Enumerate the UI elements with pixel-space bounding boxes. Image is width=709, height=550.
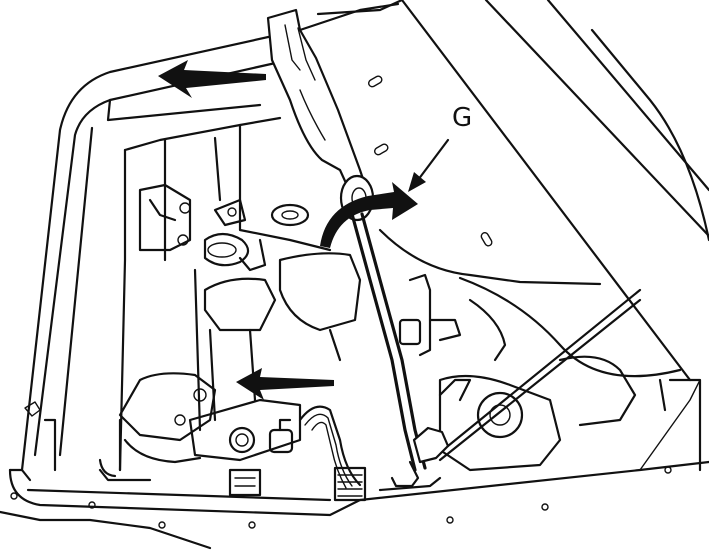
arrow-left-icon	[158, 60, 266, 98]
hood-panel	[316, 0, 709, 382]
callout-g: G	[408, 103, 472, 192]
curved-arrow-right-icon	[320, 182, 418, 248]
leader-arrow-icon	[408, 172, 426, 192]
leader-line	[416, 138, 450, 182]
hood-support-rod	[266, 8, 642, 492]
callout-label: G	[452, 103, 472, 133]
arrow-left-icon	[236, 368, 334, 400]
engine-components	[24, 116, 667, 502]
